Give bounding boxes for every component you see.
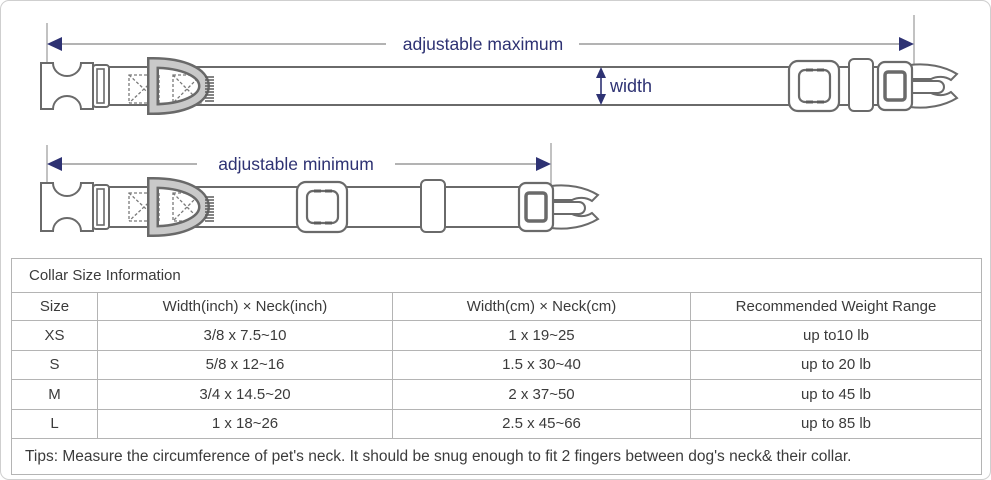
stitch-boxes (128, 192, 202, 222)
width-label: width (609, 76, 652, 96)
inch-cell: 5/8 x 12~16 (97, 349, 392, 379)
buckle-male (517, 181, 600, 233)
bartack-stitch (205, 196, 214, 222)
keeper-loop (420, 179, 446, 233)
size-cell: S (12, 349, 97, 380)
d-ring (147, 56, 211, 116)
weight-cell: up to 85 lb (690, 408, 981, 438)
col-header-width-cm: Width(cm) × Neck(cm) (392, 292, 690, 320)
table-title: Collar Size Information (29, 267, 181, 284)
weight-cell: up to 20 lb (690, 349, 981, 379)
triglide-slider (295, 180, 349, 234)
arrowhead-right-icon (536, 157, 551, 171)
collar-diagram-maximum: adjustable maximum (40, 15, 959, 116)
size-cell: M (12, 379, 97, 409)
arrowhead-down-icon (596, 94, 606, 105)
col-header-size: Size (12, 292, 97, 320)
cm-cell: 2.5 x 45~66 (392, 408, 690, 438)
adjustable-maximum-label: adjustable maximum (403, 34, 563, 54)
buckle-male (876, 60, 959, 112)
cm-cell: 1 x 19~25 (392, 320, 690, 350)
size-cell: XS (12, 320, 97, 350)
inch-cell: 1 x 18~26 (97, 408, 392, 438)
triglide-slider (787, 59, 841, 113)
arrowhead-left-icon (47, 37, 62, 51)
collar-strap (107, 66, 901, 106)
size-cell: L (12, 408, 97, 439)
buckle-female (40, 62, 110, 110)
buckle-female (40, 182, 110, 232)
d-ring (147, 176, 211, 238)
dimension-arrow-maximum: adjustable maximum (47, 34, 914, 54)
width-annotation: width (596, 67, 652, 105)
tips-note: Tips: Measure the circumference of pet's… (12, 438, 981, 474)
weight-cell: up to10 lb (690, 320, 981, 350)
extension-ticks (46, 15, 915, 65)
dimension-arrow-minimum: adjustable minimum (47, 154, 551, 174)
col-header-width-inch: Width(inch) × Neck(inch) (97, 292, 392, 320)
adjustable-minimum-label: adjustable minimum (218, 154, 374, 174)
cm-cell: 2 x 37~50 (392, 379, 690, 409)
keeper-loop (848, 58, 874, 112)
weight-cell: up to 45 lb (690, 379, 981, 409)
extension-ticks (46, 143, 552, 187)
bartack-stitch (205, 76, 214, 102)
collar-diagram-minimum: adjustable minimum (40, 143, 600, 238)
arrowhead-left-icon (47, 157, 62, 171)
size-table: Collar Size Information Size Width(inch)… (11, 258, 982, 475)
inch-cell: 3/4 x 14.5~20 (97, 379, 392, 409)
arrowhead-up-icon (596, 67, 606, 78)
arrowhead-right-icon (899, 37, 914, 51)
col-header-weight: Recommended Weight Range (690, 292, 981, 320)
cm-cell: 1.5 x 30~40 (392, 349, 690, 379)
inch-cell: 3/8 x 7.5~10 (97, 320, 392, 350)
